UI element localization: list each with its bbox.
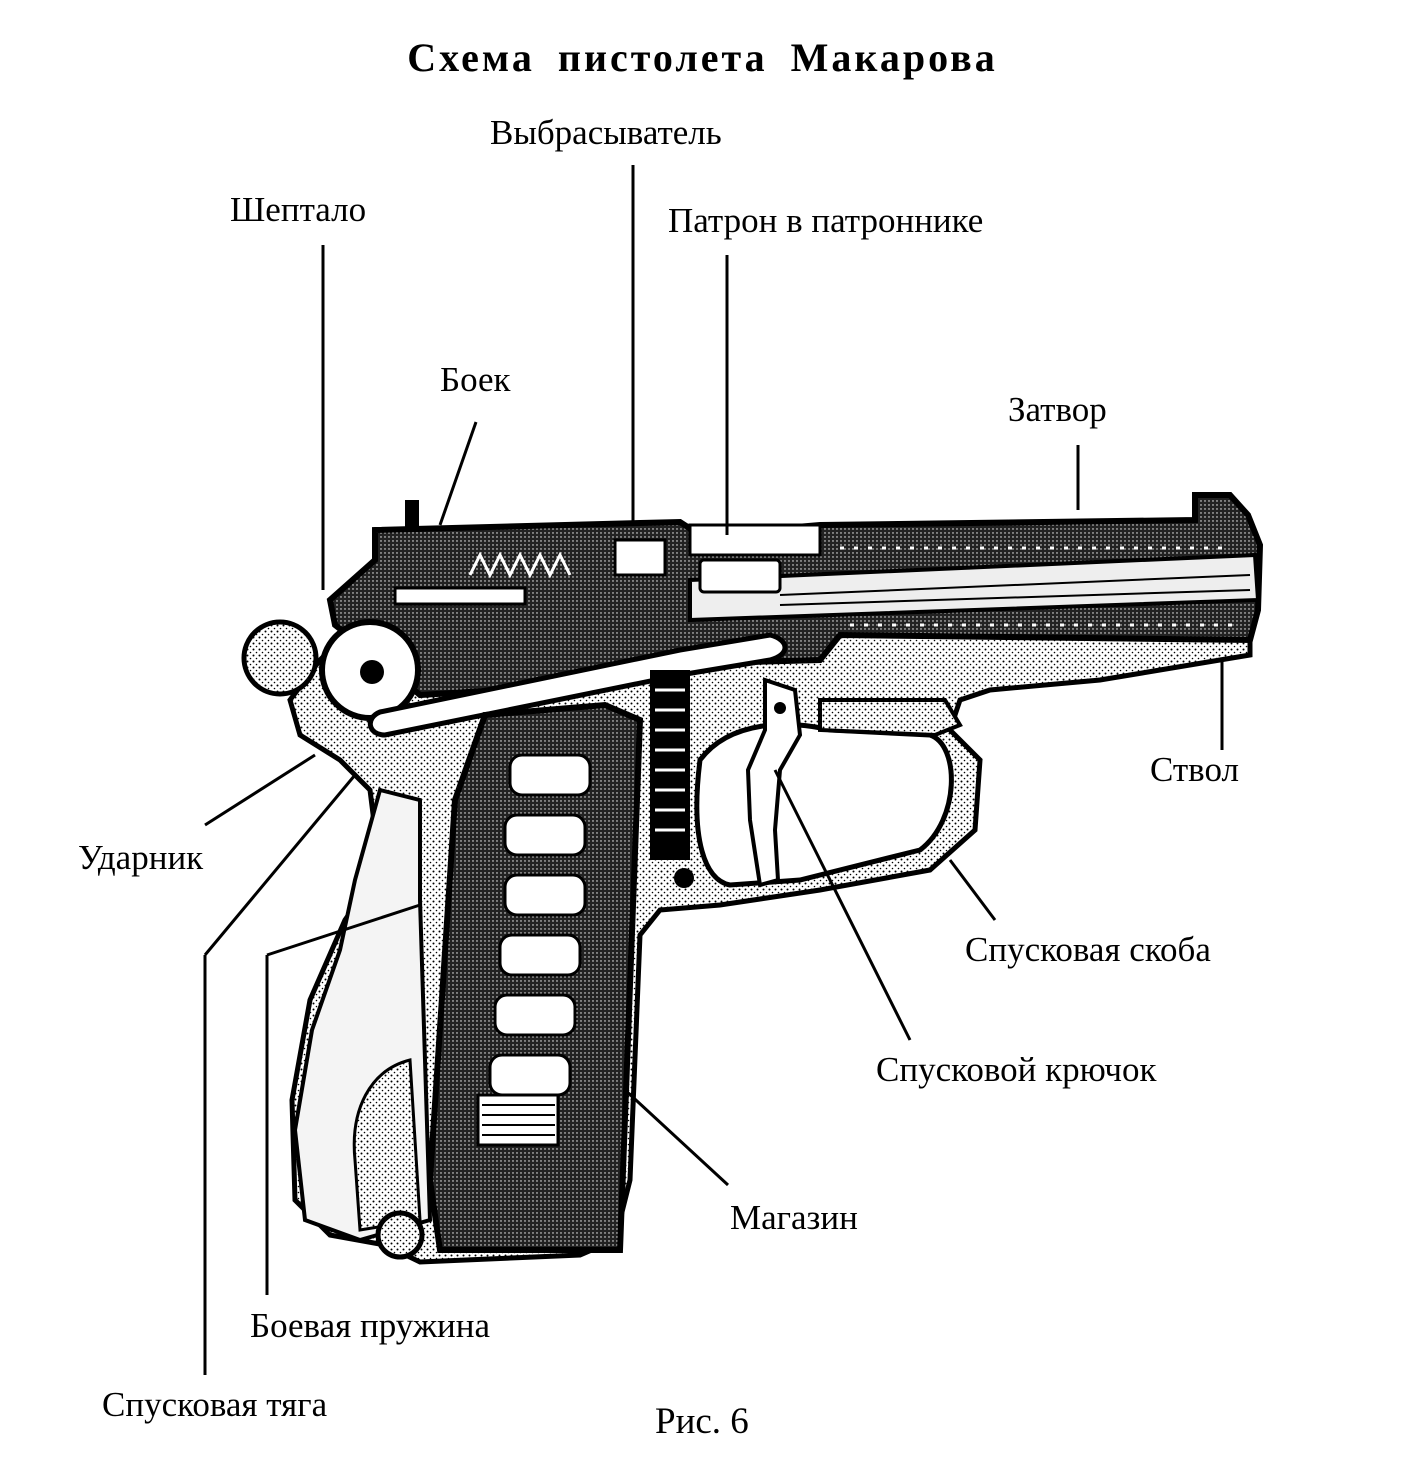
lanyard-ring bbox=[375, 1210, 425, 1260]
label-trigger: Спусковой крючок bbox=[876, 1050, 1157, 1089]
label-trigger-guard: Спусковая скоба bbox=[965, 930, 1211, 969]
leader-lines bbox=[203, 165, 1224, 1375]
label-trigger-bar: Спусковая тяга bbox=[102, 1385, 328, 1424]
label-barrel: Ствол bbox=[1150, 750, 1239, 789]
figure-caption: Рис. 6 bbox=[655, 1401, 749, 1442]
diagram-title: Схема пистолета Макарова bbox=[407, 35, 998, 80]
label-ejector: Выбрасыватель bbox=[490, 113, 722, 152]
ejector bbox=[613, 538, 667, 577]
slide-top-window bbox=[688, 523, 822, 557]
label-hammer: Ударник bbox=[78, 838, 204, 877]
firing-pin bbox=[393, 586, 527, 606]
trigger bbox=[745, 677, 803, 888]
trigger-guard-inner bbox=[818, 698, 963, 738]
magazine-cartridges bbox=[488, 753, 592, 1097]
label-chambered-round: Патрон в патроннике bbox=[668, 201, 984, 240]
recoil-spring bbox=[468, 551, 572, 579]
hammer-pin bbox=[360, 660, 384, 684]
trigger-bar-rod bbox=[368, 632, 788, 738]
magazine-follower bbox=[476, 1093, 560, 1147]
mainspring bbox=[650, 670, 690, 860]
chambered-cartridge bbox=[698, 558, 782, 594]
label-mainspring: Боевая пружина bbox=[250, 1306, 490, 1345]
label-firing-pin: Боек bbox=[440, 360, 511, 399]
label-sear: Шептало bbox=[230, 190, 367, 229]
grip-inner bbox=[352, 1058, 422, 1232]
rear-sight bbox=[405, 500, 419, 532]
label-magazine: Магазин bbox=[730, 1198, 858, 1237]
label-slide: Затвор bbox=[1008, 390, 1107, 429]
hammer-spur bbox=[241, 619, 319, 697]
